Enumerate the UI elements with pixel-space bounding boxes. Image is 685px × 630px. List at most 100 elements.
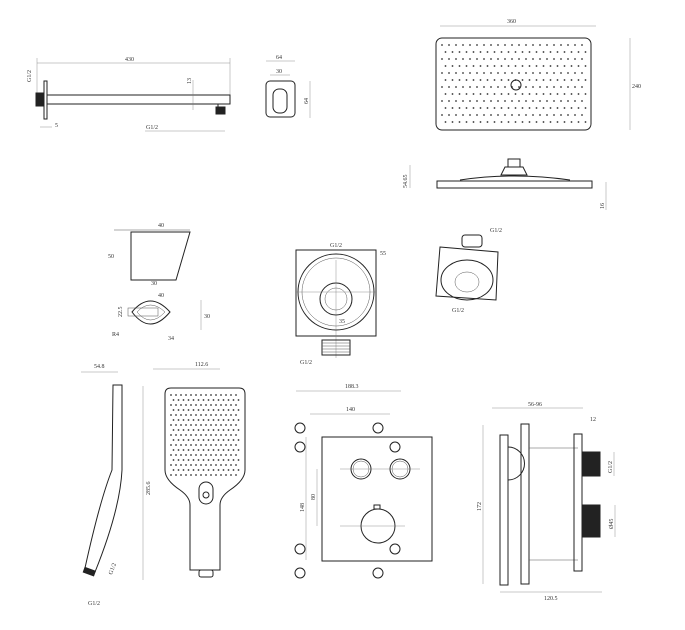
nozzle-dot: [574, 86, 576, 88]
nozzle-dot: [190, 434, 192, 436]
nozzle-dot: [563, 65, 566, 67]
nozzle-dot: [455, 58, 457, 60]
nozzle-dot: [227, 449, 230, 451]
nozzle-dot: [567, 58, 569, 60]
nozzle-dot: [232, 409, 235, 411]
nozzle-dot: [230, 464, 232, 466]
nozzle-dot: [227, 469, 230, 471]
nozzle-dot: [493, 107, 496, 109]
nozzle-dot: [451, 121, 454, 123]
nozzle-dot: [469, 114, 471, 116]
nozzle-dot: [577, 93, 580, 95]
nozzle-dot: [490, 114, 492, 116]
nozzle-dot: [518, 114, 520, 116]
nozzle-dot: [497, 86, 499, 88]
nozzle-dot: [185, 444, 187, 446]
nozzle-dot: [207, 419, 210, 421]
nozzle-dot: [222, 429, 225, 431]
nozzle-dot: [210, 404, 212, 406]
nozzle-dot: [465, 79, 468, 81]
nozzle-dot: [581, 44, 583, 46]
nozzle-dot: [458, 65, 461, 67]
nozzle-dot: [190, 414, 192, 416]
nozzle-dot: [185, 404, 187, 406]
nozzle-dot: [563, 51, 566, 53]
nozzle-dot: [451, 79, 454, 81]
nozzle-dot: [225, 464, 227, 466]
nozzle-dot: [525, 100, 527, 102]
nozzle-dot: [205, 434, 207, 436]
nozzle-pattern: [441, 44, 587, 123]
nozzle-dot: [479, 65, 482, 67]
nozzle-dot: [511, 72, 513, 74]
nozzle-dot: [220, 454, 222, 456]
nozzle-dot: [542, 107, 545, 109]
nozzle-dot: [441, 100, 443, 102]
nozzle-dot: [207, 459, 210, 461]
nozzle-dot: [490, 44, 492, 46]
nozzle-dot: [230, 424, 232, 426]
nozzle-dot: [486, 121, 489, 123]
nozzle-dot: [553, 114, 555, 116]
nozzle-dot: [220, 434, 222, 436]
nozzle-dot: [177, 419, 180, 421]
hand-nozzle-pattern: [170, 394, 240, 476]
elbow-diag-label: 55: [380, 251, 386, 257]
nozzle-dot: [207, 399, 210, 401]
nozzle-dot: [560, 114, 562, 116]
side-depth-label: 56-96: [528, 402, 542, 408]
nozzle-dot: [455, 114, 457, 116]
nozzle-dot: [556, 65, 559, 67]
arm-wall-thread-label: G1/2: [27, 70, 33, 82]
elbow-persp-top-label: G1/2: [490, 228, 502, 234]
nozzle-dot: [514, 93, 517, 95]
nozzle-dot: [458, 51, 461, 53]
nozzle-dot: [507, 65, 510, 67]
nozzle-dot: [200, 404, 202, 406]
nozzle-dot: [535, 79, 538, 81]
nozzle-dot: [222, 419, 225, 421]
nozzle-dot: [215, 414, 217, 416]
nozzle-dot: [217, 419, 220, 421]
nozzle-dot: [441, 86, 443, 88]
nozzle-dot: [192, 409, 195, 411]
nozzle-dot: [202, 449, 205, 451]
nozzle-dot: [177, 459, 180, 461]
nozzle-dot: [483, 58, 485, 60]
nozzle-dot: [518, 58, 520, 60]
nozzle-dot: [180, 394, 182, 396]
nozzle-dot: [511, 100, 513, 102]
nozzle-dot: [210, 454, 212, 456]
nozzle-dot: [225, 444, 227, 446]
nozzle-dot: [192, 419, 195, 421]
nozzle-dot: [532, 86, 534, 88]
nozzle-dot: [170, 454, 172, 456]
nozzle-dot: [170, 464, 172, 466]
nozzle-dot: [458, 107, 461, 109]
nozzle-dot: [192, 459, 195, 461]
nozzle-dot: [497, 58, 499, 60]
nozzle-dot: [215, 424, 217, 426]
nozzle-dot: [197, 429, 200, 431]
nozzle-dot: [200, 414, 202, 416]
nozzle-dot: [215, 464, 217, 466]
nozzle-dot: [205, 414, 207, 416]
nozzle-dot: [542, 121, 545, 123]
nozzle-dot: [476, 58, 478, 60]
nozzle-dot: [212, 429, 215, 431]
nozzle-dot: [235, 394, 237, 396]
nozzle-dot: [217, 439, 220, 441]
nozzle-dot: [511, 114, 513, 116]
nozzle-dot: [185, 414, 187, 416]
nozzle-dot: [483, 100, 485, 102]
head-shower-side: 54.65 16: [403, 158, 607, 210]
nozzle-dot: [190, 394, 192, 396]
nozzle-dot: [465, 93, 468, 95]
nozzle-dot: [217, 469, 220, 471]
nozzle-dot: [553, 44, 555, 46]
nozzle-dot: [549, 79, 552, 81]
nozzle-dot: [225, 414, 227, 416]
nozzle-dot: [212, 469, 215, 471]
holder-bottom2-label: 34: [168, 336, 174, 342]
